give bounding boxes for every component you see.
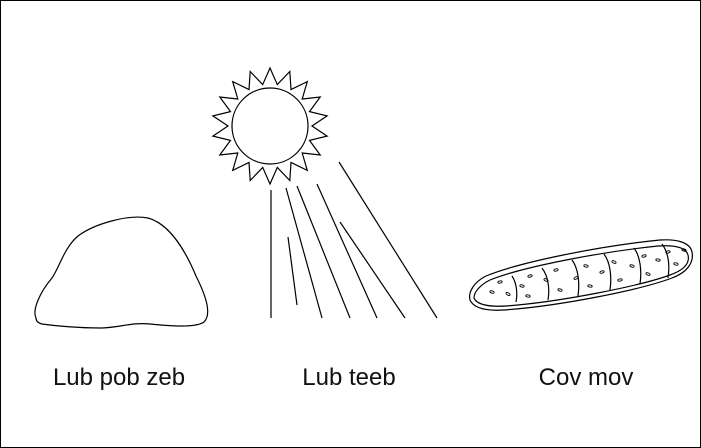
bread-seed (526, 295, 531, 298)
bread-score (604, 254, 611, 290)
sun-rays (213, 68, 327, 184)
bread-seed (612, 260, 617, 264)
bread-seed (630, 264, 635, 268)
bread-seed (490, 290, 495, 294)
bread-seed (584, 264, 589, 267)
bread-inner-outline (474, 246, 688, 306)
bread-label: Cov mov (539, 366, 634, 390)
rock-label: Lub pob zeb (53, 366, 185, 390)
bread-seed (574, 276, 579, 280)
bread-seed (558, 288, 563, 292)
bread-seed (588, 285, 593, 288)
sun-beam (340, 222, 405, 318)
bread-seed (600, 270, 605, 274)
sun-beam (288, 237, 297, 305)
bread-seed (506, 292, 511, 296)
bread-seed (618, 279, 623, 282)
sun-beam (339, 162, 437, 318)
bread-seed (642, 254, 647, 257)
bread-score (512, 276, 517, 302)
sun-icon (213, 68, 327, 184)
bread-seed (674, 262, 679, 265)
bread-seed (554, 268, 559, 271)
bread-seed (520, 284, 525, 287)
bread-seed (646, 272, 651, 276)
sun-beam (297, 186, 350, 318)
sun-beam (286, 188, 322, 318)
rock-icon (35, 217, 208, 328)
bread-score (542, 268, 549, 300)
bread-score (634, 248, 641, 284)
bread-seed (656, 259, 661, 262)
sun-beam (317, 184, 377, 318)
bread-seed (498, 281, 503, 284)
sun-beams (271, 162, 437, 318)
sun-label: Lub teeb (302, 366, 395, 390)
bread-icon (470, 240, 693, 310)
sun-disk (232, 88, 308, 164)
bread-seed (528, 274, 533, 278)
bread-score (662, 244, 669, 278)
